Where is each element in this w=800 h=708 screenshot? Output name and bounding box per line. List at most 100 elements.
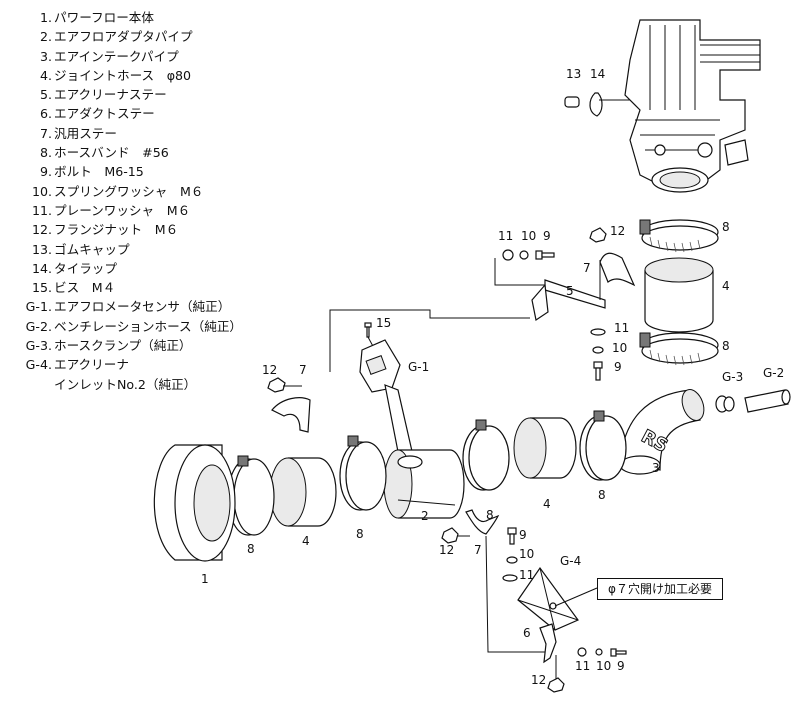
ventilation-hose-g2 bbox=[744, 389, 791, 413]
callout-10-low: 10 bbox=[596, 659, 611, 673]
legend-text: フランジナット M６ bbox=[54, 222, 179, 238]
legend-number: 4. bbox=[39, 67, 52, 83]
callout-4-mid: 4 bbox=[543, 497, 551, 511]
legend-text: パワーフロー本体 bbox=[54, 10, 154, 25]
plain-washer-top bbox=[502, 249, 514, 261]
callout-2: 2 bbox=[421, 509, 429, 523]
callout-8-top: 8 bbox=[722, 220, 730, 234]
callout-11-low: 11 bbox=[575, 659, 590, 673]
callout-11-bottom: 11 bbox=[519, 568, 534, 582]
legend-number: 6. bbox=[39, 106, 52, 122]
callout-5: 5 bbox=[566, 284, 574, 298]
legend-row: 3.エアインテークパイプ bbox=[4, 47, 304, 66]
legend-number: 13. bbox=[31, 241, 52, 257]
drilling-note: φ７穴開け加工必要 bbox=[597, 578, 723, 600]
tie-wrap bbox=[589, 92, 603, 117]
legend-row: 5.エアクリーナステー bbox=[4, 85, 304, 104]
legend-text: エアフロメータセンサ（純正） bbox=[54, 299, 231, 315]
callout-7-bottom: 7 bbox=[474, 543, 482, 557]
legend-text: ゴムキャップ bbox=[54, 241, 130, 257]
legend-text: 汎用ステー bbox=[54, 125, 117, 141]
legend-row: G-4.エアクリーナ bbox=[4, 355, 304, 374]
universal-stay-left bbox=[271, 397, 311, 433]
hose-band-left-center bbox=[339, 435, 387, 511]
hose-band-left bbox=[227, 455, 275, 536]
legend-row: G-1.エアフロメータセンサ（純正） bbox=[4, 297, 304, 316]
bolt-top bbox=[535, 250, 555, 260]
legend-text: エアクリーナステー bbox=[54, 87, 167, 103]
air-intake-pipe: RS bbox=[619, 389, 705, 475]
callout-8-right: 8 bbox=[598, 488, 606, 502]
legend-row: 8.ホースバンド #56 bbox=[4, 143, 304, 162]
legend-row: 10.スプリングワッシャ M６ bbox=[4, 182, 304, 201]
legend-text: インレットNo.2（純正） bbox=[54, 376, 197, 392]
flange-nut-low bbox=[547, 677, 565, 693]
spring-washer-top bbox=[519, 250, 529, 260]
legend-number: 15. bbox=[31, 280, 52, 296]
legend-text: ホースバンド #56 bbox=[54, 145, 169, 161]
legend-row: 15.ビス M４ bbox=[4, 278, 304, 297]
legend-number: 7. bbox=[39, 125, 52, 141]
flange-nut-left bbox=[267, 377, 286, 393]
joint-hose-left bbox=[269, 457, 337, 527]
legend-number: 14. bbox=[31, 260, 52, 276]
callout-9-top: 9 bbox=[543, 229, 551, 243]
legend-text: ボルト M6-15 bbox=[54, 164, 144, 180]
legend-number: 10. bbox=[31, 183, 52, 199]
callout-4-left: 4 bbox=[302, 534, 310, 548]
power-flow-body bbox=[153, 444, 236, 562]
spring-washer-bottom bbox=[506, 556, 518, 564]
legend-row: 11.プレーンワッシャ M６ bbox=[4, 201, 304, 220]
callout-7-top: 7 bbox=[583, 261, 591, 275]
legend-row: 6.エアダクトステー bbox=[4, 104, 304, 123]
callout-g3: G-3 bbox=[722, 370, 743, 384]
callout-9-bottom: 9 bbox=[519, 528, 527, 542]
hose-band-right bbox=[579, 410, 627, 481]
air-cleaner-stay bbox=[494, 258, 606, 321]
legend-row: 1.パワーフロー本体 bbox=[4, 8, 304, 27]
throttle-body-assembly bbox=[624, 19, 761, 193]
callout-8-left: 8 bbox=[247, 542, 255, 556]
legend-row: G-3.ホースクランプ（純正） bbox=[4, 336, 304, 355]
bolt-low bbox=[610, 648, 627, 657]
legend-text: スプリングワッシャ M６ bbox=[54, 183, 204, 199]
spring-washer-low bbox=[595, 648, 603, 656]
plain-washer-low bbox=[577, 647, 587, 657]
hose-band-mid bbox=[639, 332, 719, 366]
joint-hose-top bbox=[644, 257, 714, 333]
callout-12-low: 12 bbox=[531, 673, 546, 687]
bolt-bottom bbox=[507, 527, 517, 545]
legend-row: 4.ジョイントホース φ80 bbox=[4, 66, 304, 85]
plain-washer-bottom bbox=[502, 574, 518, 582]
legend-number: 3. bbox=[39, 48, 52, 64]
callout-10-top: 10 bbox=[521, 229, 536, 243]
callout-10-mid: 10 bbox=[612, 341, 627, 355]
callout-15: 15 bbox=[376, 316, 391, 330]
callout-g1: G-1 bbox=[408, 360, 429, 374]
callout-13: 13 bbox=[566, 67, 581, 81]
callout-3: 3 bbox=[652, 461, 660, 475]
legend-text: エアクリーナ bbox=[54, 357, 129, 373]
legend-text: プレーンワッシャ M６ bbox=[54, 202, 191, 218]
callout-11-top: 11 bbox=[498, 229, 513, 243]
callout-8-mid: 8 bbox=[722, 339, 730, 353]
legend-row: 7.汎用ステー bbox=[4, 124, 304, 143]
airflow-adapter-pipe bbox=[383, 449, 465, 519]
callout-12-top: 12 bbox=[610, 224, 625, 238]
legend-number: 1. bbox=[39, 10, 52, 25]
legend-number: 8. bbox=[39, 145, 52, 161]
callout-8-left-center: 8 bbox=[356, 527, 364, 541]
legend-row: インレットNo.2（純正） bbox=[4, 375, 304, 394]
universal-stay-top bbox=[599, 252, 636, 287]
hose-band-top bbox=[639, 219, 719, 253]
hose-clamp-g3 bbox=[715, 395, 735, 413]
rubber-cap bbox=[564, 96, 580, 108]
legend-number: 12. bbox=[31, 222, 52, 238]
legend-row: 14.タイラップ bbox=[4, 259, 304, 278]
flange-nut-bottom-left bbox=[441, 527, 459, 544]
callout-9-low: 9 bbox=[617, 659, 625, 673]
legend-number: G-2. bbox=[25, 318, 52, 334]
callout-4-top: 4 bbox=[722, 279, 730, 293]
legend-number: G-3. bbox=[25, 338, 52, 354]
